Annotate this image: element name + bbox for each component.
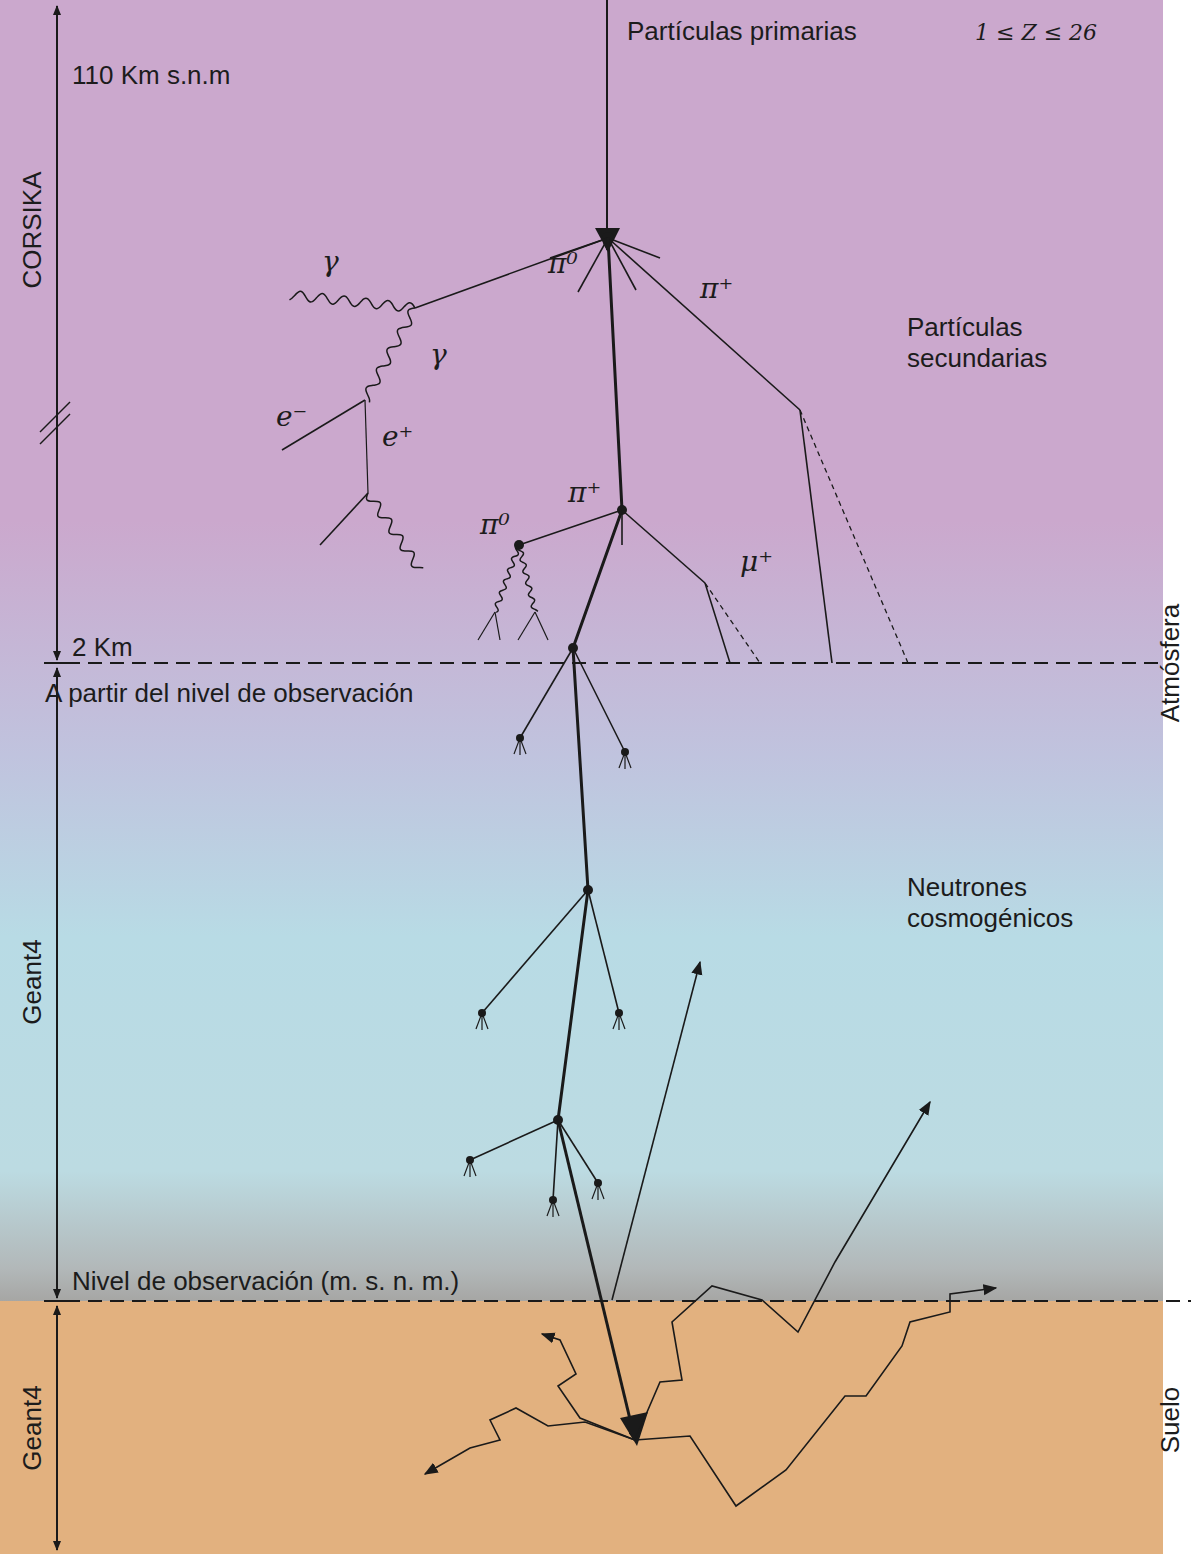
level-line (44, 663, 1191, 1301)
region-label: Neutrones cosmogénicos (907, 872, 1147, 934)
track (478, 612, 495, 640)
altitude-label: 2 Km (72, 632, 133, 663)
axis-break (40, 402, 70, 444)
track (622, 510, 705, 583)
track (482, 890, 588, 1013)
software-label: Geant4 (17, 939, 48, 1024)
altitude-label: 110 Km s.n.m (72, 60, 230, 91)
track (588, 890, 619, 1013)
photon-track (517, 545, 538, 611)
prong (613, 1013, 619, 1029)
track (495, 612, 500, 640)
software-label: CORSIKA (17, 171, 48, 288)
photon-track (289, 291, 415, 311)
neutron-track (635, 1102, 930, 1440)
track (520, 648, 573, 738)
region-label: Partículas primarias (627, 16, 857, 47)
track (608, 238, 800, 410)
track (470, 1120, 558, 1160)
track (518, 612, 535, 640)
track (553, 1120, 558, 1200)
prong (470, 1160, 476, 1176)
software-label: Geant4 (17, 1385, 48, 1470)
particle-symbol: γ (430, 338, 447, 372)
particle-symbol: μ⁺ (740, 545, 773, 579)
track (705, 583, 730, 663)
particle-symbol: π⁰ (480, 508, 510, 542)
track (558, 1120, 598, 1183)
track (519, 510, 622, 545)
hadron-core (558, 238, 622, 1120)
prong (608, 238, 660, 258)
level-label: Nivel de observación (m. s. n. m.) (72, 1266, 459, 1297)
atmosphere-band (0, 0, 1163, 1301)
particle-symbol: π⁰ (548, 247, 578, 281)
prong (598, 1183, 604, 1199)
prong (619, 752, 625, 768)
scale-axis (44, 6, 70, 1550)
prong (547, 1200, 553, 1216)
track (365, 400, 368, 493)
prong (553, 1200, 559, 1216)
prong (619, 1013, 625, 1029)
neutron-track (635, 1288, 996, 1506)
track (800, 410, 908, 663)
prong (476, 1013, 482, 1029)
photon-track (367, 493, 424, 568)
particle-symbol: γ (322, 245, 339, 279)
layer-label: Atmósfera (1156, 604, 1187, 723)
neutron-track (425, 1408, 635, 1474)
particle-symbol: π⁺ (568, 476, 601, 510)
photon-track (495, 545, 519, 612)
track (573, 648, 625, 752)
prong (608, 238, 636, 290)
prong (625, 752, 631, 768)
primary-track (606, 0, 608, 250)
particle-symbol: π⁺ (700, 272, 733, 306)
core-arrowhead (620, 1412, 648, 1446)
particle-symbol: e⁺ (382, 420, 413, 454)
track (800, 410, 832, 663)
prong (464, 1160, 470, 1176)
track (705, 583, 760, 663)
track (535, 612, 548, 640)
prong (520, 738, 526, 754)
track (415, 238, 608, 308)
prong (482, 1013, 488, 1029)
ground-band (0, 1301, 1163, 1554)
particle-symbol: e⁻ (276, 400, 307, 434)
photon-track (366, 308, 415, 402)
prong (514, 738, 520, 754)
region-label: Partículas secundarias (907, 312, 1107, 374)
track (320, 493, 368, 545)
prong (592, 1183, 598, 1199)
hadron-core (558, 1120, 635, 1440)
charge-range: 1 ≤ Z ≤ 26 (975, 20, 1097, 46)
region-label: A partir del nivel de observación (45, 678, 414, 709)
neutron-track (612, 962, 700, 1300)
prong (621, 510, 623, 545)
layer-label: Suelo (1156, 1387, 1187, 1454)
